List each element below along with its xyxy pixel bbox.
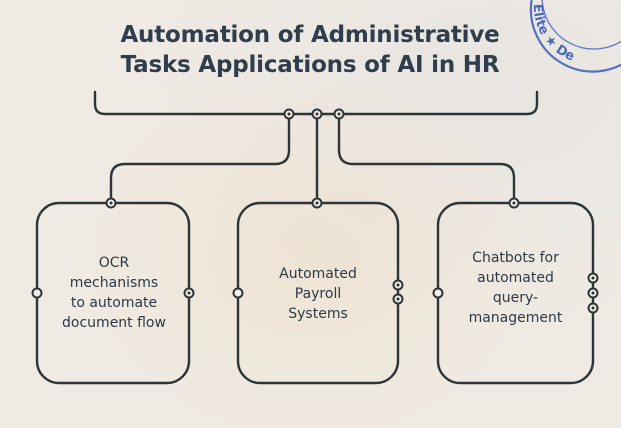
stamp-text: Elite ★ De	[530, 4, 577, 65]
box-chatbots-left-node	[432, 287, 444, 299]
stamp-outer-ring	[529, 0, 621, 73]
title-line-1: Automation of Administrative	[120, 22, 500, 48]
box-ocr-right-node-dot	[187, 291, 191, 295]
title-line-2: Tasks Applications of AI in HR	[120, 52, 500, 78]
box-chatbots-right-node-3-dot	[591, 306, 595, 310]
box-chatbots-right-node-1-dot	[591, 276, 595, 280]
box-ocr-line-3: to automate	[70, 295, 158, 311]
brace-node-right-dot	[337, 112, 341, 116]
box-ocr-line-2: mechanisms	[69, 275, 159, 291]
box-payroll-label: Automated Payroll Systems	[250, 264, 386, 324]
box-payroll-line-1: Automated	[279, 266, 357, 282]
connector-right	[337, 112, 516, 199]
box-ocr-left-node	[31, 287, 43, 299]
box-payroll-line-3: Systems	[288, 306, 348, 322]
box-ocr-top-node-dot	[109, 201, 113, 205]
box-ocr-line-1: OCR	[98, 255, 130, 271]
box-ocr-line-4: document flow	[62, 315, 166, 331]
box-chatbots-right-node-2-dot	[591, 291, 595, 295]
box-chatbots-line-3: query-	[492, 290, 539, 306]
box-payroll-right-node-1-dot	[396, 283, 400, 287]
box-chatbots-line-4: management	[468, 310, 563, 326]
box-chatbots-label: Chatbots for automated query- management	[448, 248, 583, 328]
box-payroll-left-node	[232, 287, 244, 299]
box-ocr-label: OCR mechanisms to automate document flow	[47, 253, 181, 333]
stamp-seal: Elite ★ De	[529, 0, 621, 73]
connector-left	[109, 112, 291, 199]
box-chatbots-line-2: automated	[477, 270, 554, 286]
stamp-inner-ring	[541, 0, 621, 50]
box-payroll-line-2: Payroll	[294, 286, 342, 302]
diagram-title: Automation of Administrative Tasks Appli…	[60, 20, 560, 80]
box-payroll-right-node-2-dot	[396, 297, 400, 301]
box-chatbots-top-node-dot	[512, 201, 516, 205]
brace-node-center-dot	[315, 112, 319, 116]
box-chatbots-line-1: Chatbots for	[472, 250, 559, 266]
brace-node-left-dot	[287, 112, 291, 116]
box-payroll-top-node-dot	[315, 201, 319, 205]
